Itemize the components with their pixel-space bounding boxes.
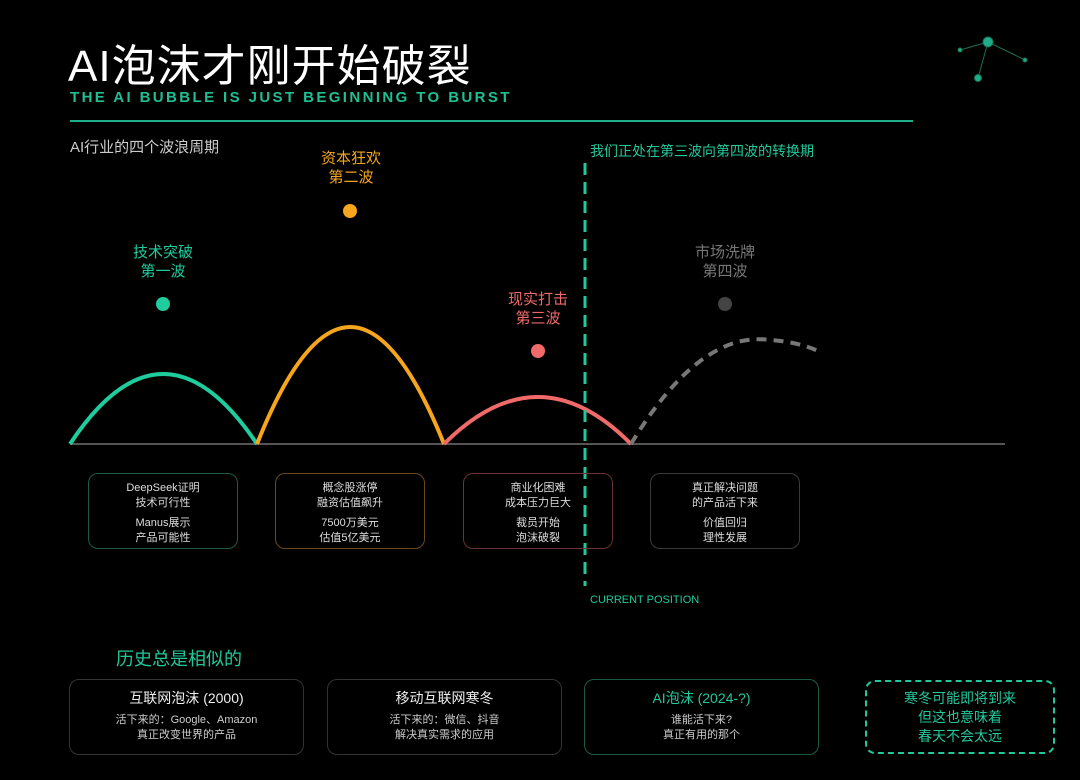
card-line: 活下来的：微信、抖音 [389, 714, 500, 726]
box-line: DeepSeek证明 [126, 482, 200, 494]
wave-1-curve [68, 372, 259, 446]
section-title: AI行业的四个波浪周期 [70, 139, 220, 156]
wave-4-curve [629, 337, 821, 446]
card-line: 活下来的：Google、Amazon [115, 714, 258, 726]
card-heading: 移动互联网寒冬 [395, 690, 494, 706]
constellation-decoration [957, 36, 1028, 82]
wave-2-label: 资本狂欢第二波 [281, 149, 421, 187]
wave-name: 现实打击 [507, 291, 568, 308]
wave-2-box: 概念股涨停融资估值飙升 7500万美元估值5亿美元 [275, 473, 425, 549]
box-line: 理性发展 [703, 532, 747, 544]
wave-3-box: 商业化困难成本压力巨大裁员开始泡沫破裂 [463, 473, 613, 549]
wave-order: 第三波 [515, 310, 561, 327]
history-title: 历史总是相似的 [116, 649, 242, 669]
wave-2-dot [343, 204, 357, 218]
box-line: 裁员开始 [516, 517, 560, 529]
card-heading: AI泡沫 (2024-?) [652, 690, 751, 706]
wave-order: 第四波 [702, 263, 748, 280]
wave-3-dot [531, 344, 545, 358]
transition-note: 我们正处在第三波向第四波的转换期 [590, 143, 814, 159]
callout-line: 春天不会太远 [918, 728, 1002, 744]
wave-name: 资本狂欢 [320, 150, 381, 167]
wave-1-box: DeepSeek证明技术可行性 Manus展示产品可能性 [88, 473, 238, 549]
history-card-mobile: 移动互联网寒冬活下来的：微信、抖音解决真实需求的应用 [327, 679, 562, 755]
wave-1-dot [156, 297, 170, 311]
callout-line: 但这也意味着 [918, 709, 1002, 725]
card-line: 谁能活下来? [670, 714, 733, 726]
box-line: 泡沫破裂 [516, 532, 560, 544]
box-line: 价值回归 [703, 517, 747, 529]
history-card-internet: 互联网泡沫 (2000) 活下来的：Google、Amazon 真正改变世界的产品 [69, 679, 304, 755]
card-line: 真正有用的那个 [663, 729, 740, 741]
box-line: 真正解决问题 [692, 482, 758, 494]
callout-line: 寒冬可能即将到来 [904, 690, 1016, 706]
wave-order: 第一波 [140, 263, 186, 280]
wave-4-box: 真正解决问题的产品活下来价值回归理性发展 [650, 473, 800, 549]
card-line: 真正改变世界的产品 [137, 729, 236, 741]
current-position-label: CURRENT POSITION [590, 594, 700, 606]
box-line: Manus展示 [135, 517, 191, 529]
wave-name: 技术突破 [132, 244, 193, 261]
wave-3-curve [442, 395, 633, 446]
box-line: 概念股涨停 [322, 482, 378, 494]
history-card-ai: AI泡沫 (2024-?) 谁能活下来? 真正有用的那个 [584, 679, 819, 755]
wave-2-curve [255, 325, 446, 445]
wave-name: 市场洗牌 [694, 244, 755, 261]
box-line: 成本压力巨大 [505, 497, 571, 509]
divider [70, 120, 913, 122]
box-line: 技术可行性 [135, 497, 191, 509]
box-line: 产品可能性 [135, 532, 191, 544]
page-subtitle: THE AI BUBBLE IS JUST BEGINNING TO BURST [70, 89, 512, 106]
box-line: 商业化困难 [510, 482, 566, 494]
winter-callout: 寒冬可能即将到来但这也意味着春天不会太远 [865, 680, 1055, 754]
wave-order: 第二波 [328, 169, 374, 186]
box-line: 估值5亿美元 [319, 532, 381, 544]
box-line: 7500万美元 [321, 517, 379, 529]
box-line: 融资估值飙升 [317, 497, 383, 509]
card-line: 解决真实需求的应用 [395, 729, 494, 741]
wave-3-label: 现实打击第三波 [468, 290, 608, 328]
wave-1-label: 技术突破第一波 [93, 243, 233, 281]
card-heading: 互联网泡沫 (2000) [129, 690, 244, 706]
box-line: 的产品活下来 [692, 497, 758, 509]
wave-4-label: 市场洗牌第四波 [655, 243, 795, 281]
page-title: AI泡沫才刚开始破裂 [68, 42, 472, 91]
wave-4-dot [718, 297, 732, 311]
